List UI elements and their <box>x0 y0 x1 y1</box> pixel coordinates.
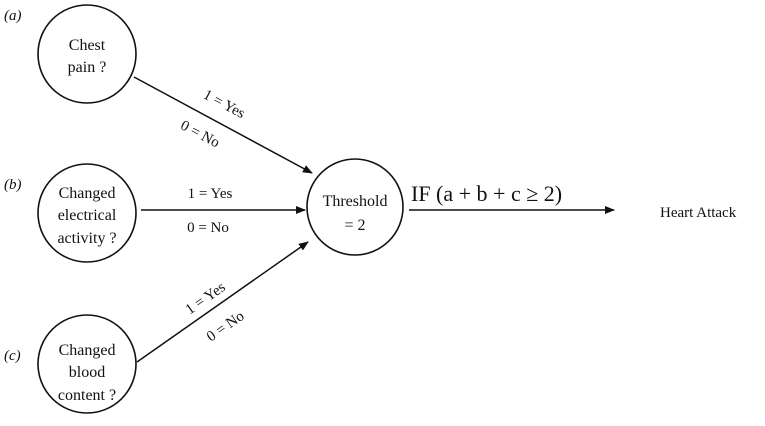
node-a-line1: Chest <box>69 37 106 54</box>
edge-c-yes-label: 1 = Yes <box>183 279 229 318</box>
edge-c-no-label: 0 = No <box>204 308 247 345</box>
node-a-line2: pain ? <box>68 59 107 76</box>
condition-label: IF (a + b + c ≥ 2) <box>411 181 562 206</box>
node-blood-content: Changed blood content ? <box>37 314 137 414</box>
node-threshold: Threshold = 2 <box>306 158 404 256</box>
node-c-line2: blood <box>69 364 105 381</box>
node-b-line2: electrical <box>58 207 117 224</box>
node-chest-pain: Chest pain ? <box>37 4 137 104</box>
threshold-line1: Threshold <box>323 193 388 210</box>
tag-b: (b) <box>4 177 22 193</box>
edge-b-no-label: 0 = No <box>187 220 229 236</box>
edge-c-arrow <box>136 241 309 363</box>
threshold-line2: = 2 <box>344 217 365 234</box>
node-c-line1: Changed <box>59 342 116 359</box>
node-b-line1: Changed <box>59 185 116 202</box>
edge-b-yes-label: 1 = Yes <box>188 186 233 202</box>
edge-a-arrow <box>133 76 313 174</box>
tag-c: (c) <box>4 348 21 364</box>
output-label: Heart Attack <box>660 205 737 221</box>
edge-a-no-label: 0 = No <box>178 118 222 152</box>
node-electrical-activity: Changed electrical activity ? <box>37 163 137 263</box>
tag-a: (a) <box>4 8 22 24</box>
node-c-line3: content ? <box>58 387 116 404</box>
node-b-line3: activity ? <box>57 230 116 247</box>
